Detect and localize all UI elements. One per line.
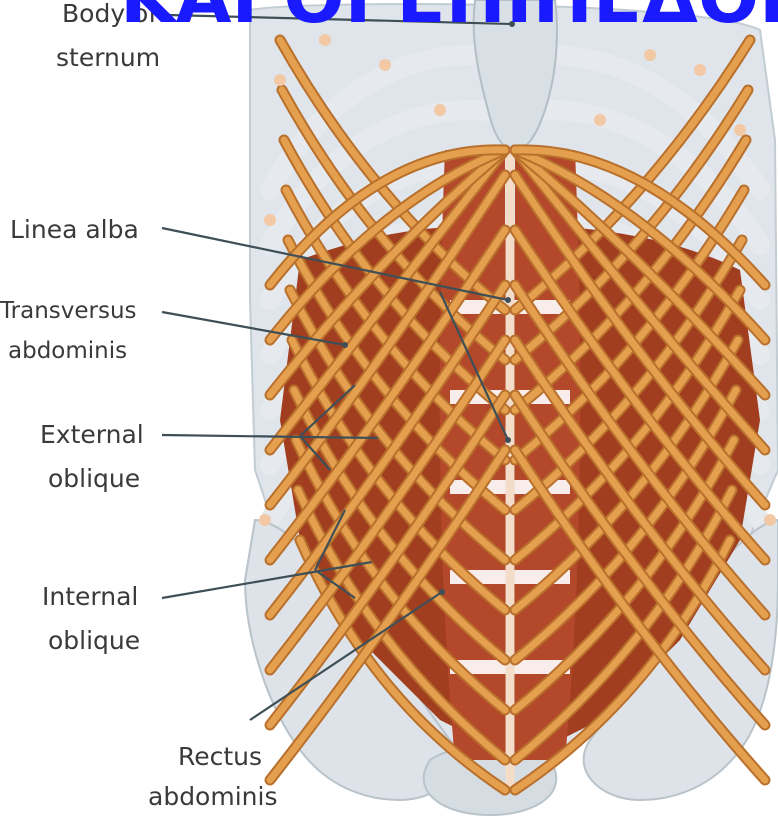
label-rectus-abdominis: Rectus abdominis (148, 742, 277, 811)
label-external-oblique: External oblique (40, 420, 152, 493)
fiber-origin (259, 514, 271, 526)
fiber-origin (379, 59, 391, 71)
fiber-origin (734, 124, 746, 136)
leader-transversus-branch-tip (505, 437, 511, 443)
leader-linea-alba-tip (505, 297, 511, 303)
fiber-origin (764, 514, 776, 526)
banner-text: ΚΑΙ ΟΙ ΕΠΙΠΕΔΟΙ ΕΠΙ (120, 0, 778, 39)
fiber-origin (264, 214, 276, 226)
label-transversus-abdominis: Transversus abdominis (0, 298, 144, 364)
label-internal-oblique: Internal oblique (42, 582, 146, 655)
fiber-origin (694, 64, 706, 76)
fiber-origin (434, 104, 446, 116)
fiber-origin (644, 49, 656, 61)
leader-transversus-tip (342, 342, 348, 348)
leader-rectus-tip (439, 589, 445, 595)
label-linea-alba: Linea alba (10, 215, 139, 244)
fiber-origin (594, 114, 606, 126)
fiber-origin (274, 74, 286, 86)
